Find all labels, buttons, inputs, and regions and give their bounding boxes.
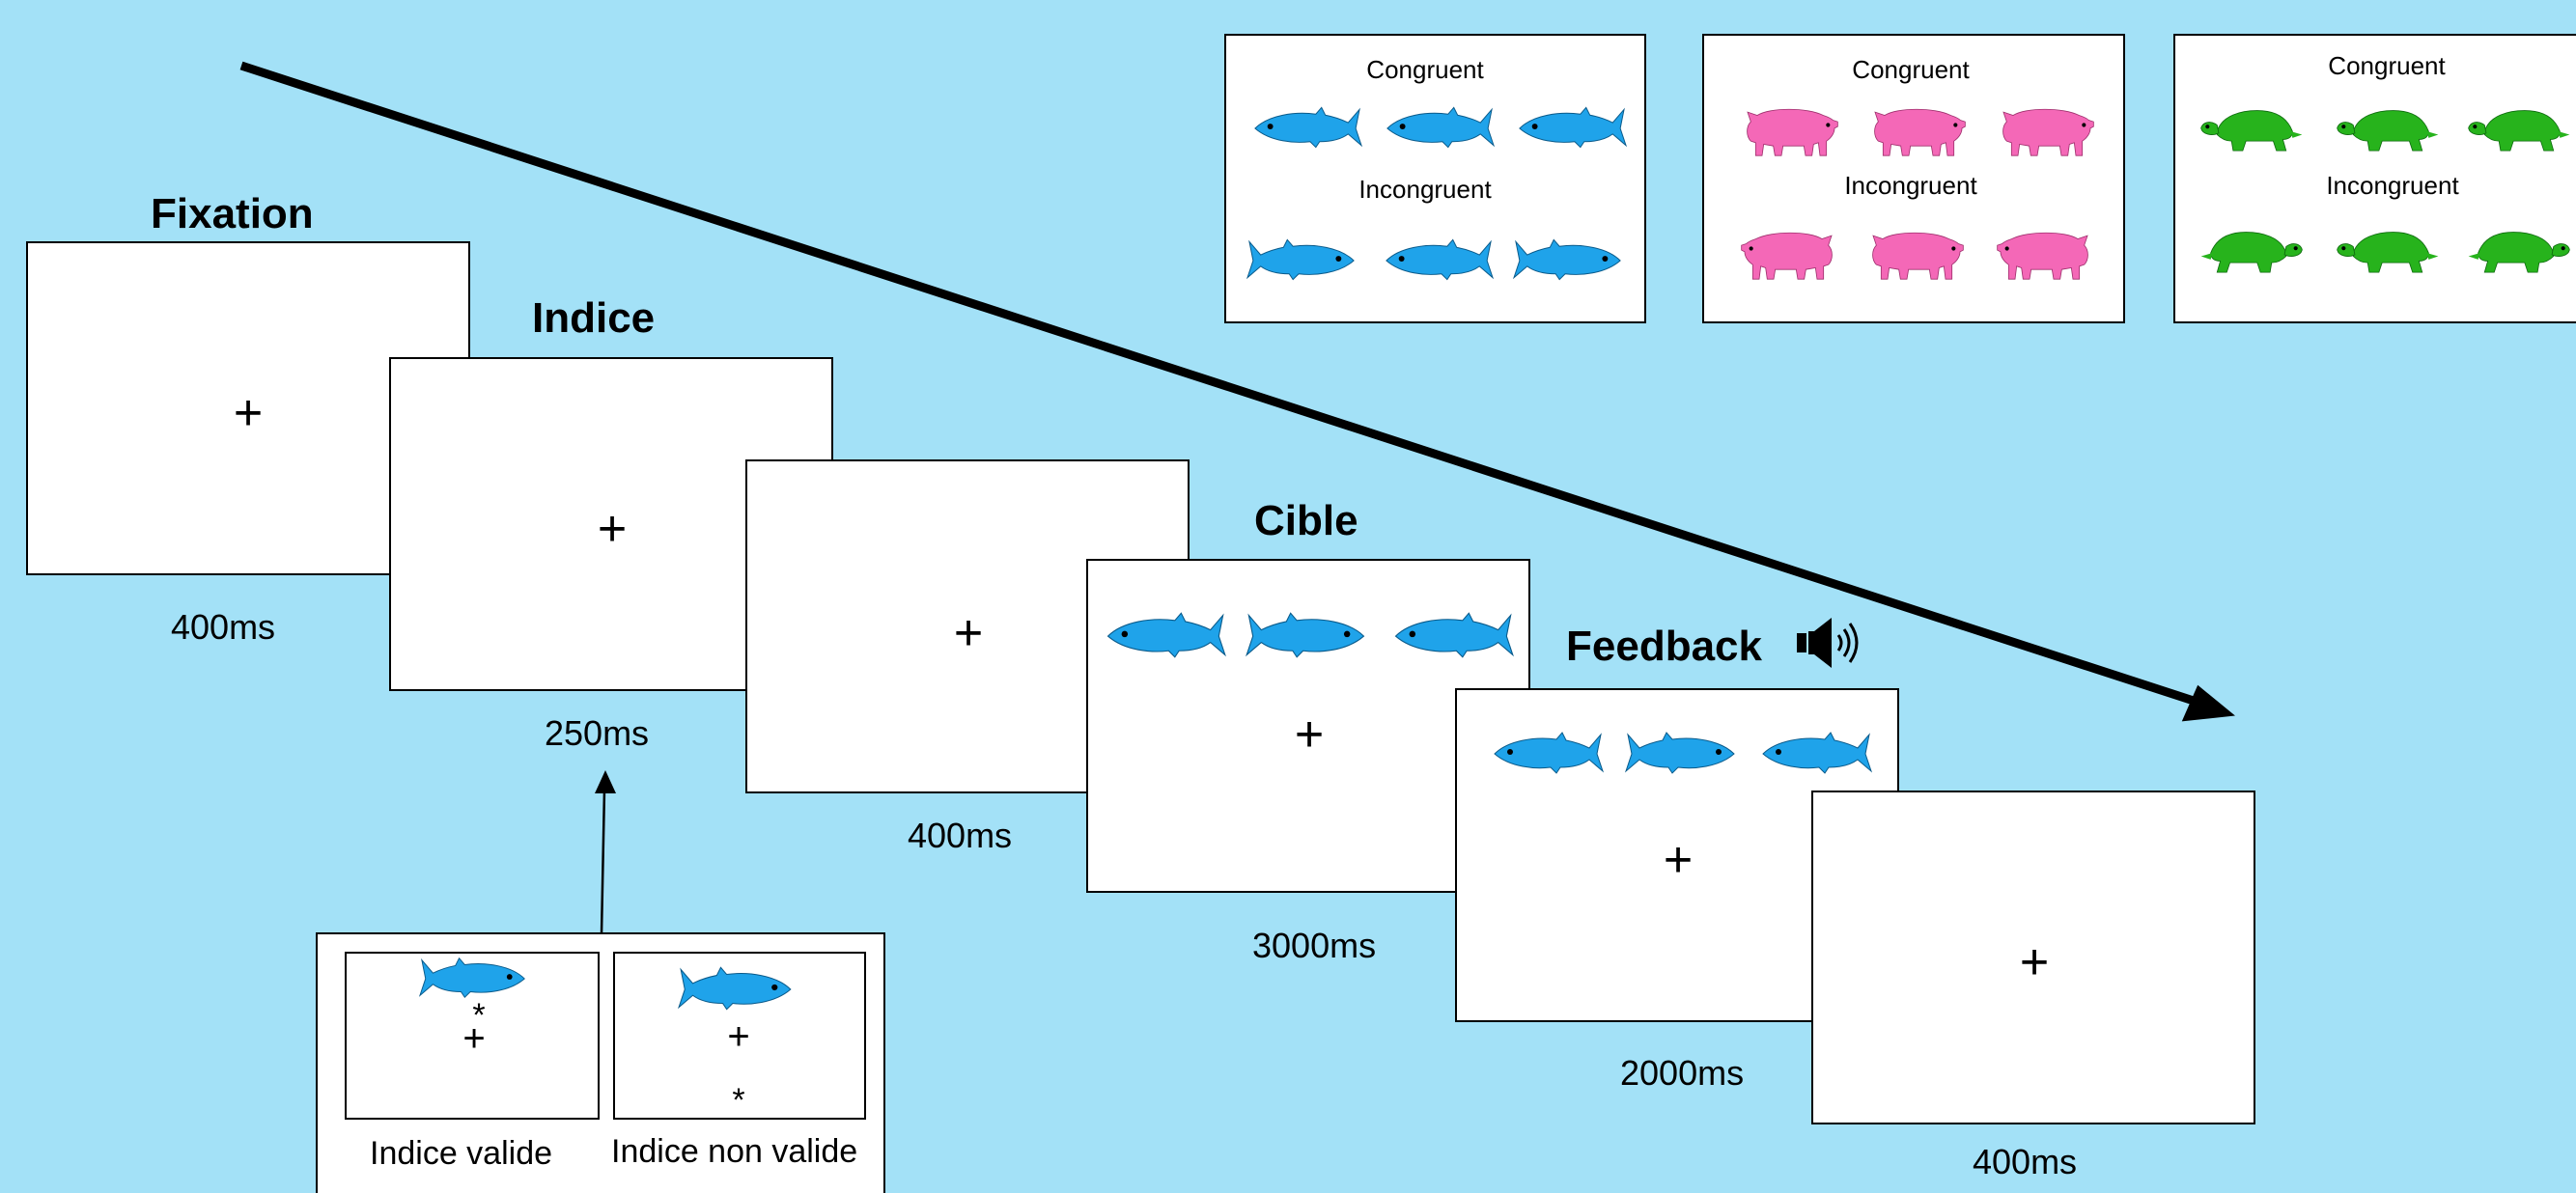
- valid-cue-label: Indice valide: [370, 1135, 553, 1172]
- fish-icon: [418, 956, 530, 1000]
- fixation-cross: +: [597, 501, 628, 557]
- congruent-label: Congruent: [1366, 55, 1484, 84]
- cible-title: Cible: [1254, 497, 1358, 544]
- final-screen: +: [1811, 791, 2255, 1124]
- turtle-icon: [2199, 107, 2304, 157]
- indice-duration: 250ms: [545, 713, 650, 753]
- turtle-icon: [2336, 107, 2440, 157]
- fish-icon: [1246, 237, 1359, 282]
- fixation-cross: +: [233, 385, 264, 441]
- fish-icon: [1245, 611, 1370, 659]
- indice-title: Indice: [532, 294, 656, 342]
- pig-examples-panel: Congruent Incongruent: [1702, 34, 2125, 323]
- pig-icon: [1868, 229, 1965, 283]
- incongruent-label: Incongruent: [2326, 171, 2459, 200]
- congruent-label: Congruent: [2328, 51, 2446, 80]
- fish-icon: [1623, 731, 1741, 775]
- invalid-cue-screen: + *: [613, 952, 866, 1120]
- fixation-cross: +: [2019, 934, 2050, 990]
- fixation-cross: +: [462, 1017, 486, 1060]
- fish-icon: [1488, 731, 1606, 775]
- fish-icon: [1249, 105, 1363, 150]
- turtle-icon: [2336, 229, 2440, 279]
- cible-duration: 3000ms: [1252, 926, 1377, 965]
- fixation-cross: +: [1294, 707, 1325, 763]
- valid-cue-screen: * +: [345, 952, 600, 1120]
- pig-icon: [1743, 105, 1839, 159]
- fish-icon: [677, 965, 797, 1012]
- invalid-cue-label: Indice non valide: [611, 1133, 858, 1170]
- final-duration: 400ms: [1973, 1142, 2078, 1181]
- fish-examples-panel: Congruent Incongruent: [1224, 34, 1646, 323]
- fish-icon: [1514, 105, 1628, 150]
- blank-duration: 400ms: [908, 816, 1013, 855]
- fish-icon: [1102, 611, 1227, 659]
- fixation-cross: +: [727, 1015, 750, 1058]
- feedback-duration: 2000ms: [1620, 1053, 1745, 1093]
- incongruent-label: Incongruent: [1844, 171, 1977, 200]
- feedback-title: Feedback: [1566, 623, 1762, 670]
- speaker-icon: [1797, 618, 1859, 668]
- incongruent-label: Incongruent: [1358, 175, 1492, 204]
- fixation-duration: 400ms: [171, 607, 276, 647]
- cue-inset: * + + * Indice valide Indice non valide: [316, 932, 885, 1193]
- pig-icon: [1740, 229, 1836, 283]
- turtle-examples-panel: Congruent Incongruent: [2173, 34, 2576, 323]
- fixation-cross: +: [953, 605, 984, 661]
- pig-icon: [1999, 105, 2095, 159]
- pig-icon: [1996, 229, 2092, 283]
- fish-icon: [1389, 611, 1515, 659]
- fish-icon: [1381, 237, 1495, 282]
- turtle-icon: [2467, 107, 2571, 157]
- turtle-icon: [2467, 229, 2571, 279]
- congruent-label: Congruent: [1852, 55, 1970, 84]
- cue-star: *: [472, 997, 486, 1034]
- fish-icon: [1512, 237, 1626, 282]
- fixation-cross: +: [1663, 832, 1694, 888]
- pig-icon: [1870, 105, 1967, 159]
- fixation-title: Fixation: [151, 190, 314, 237]
- cue-star: *: [732, 1082, 745, 1119]
- fish-icon: [1382, 105, 1496, 150]
- turtle-icon: [2199, 229, 2304, 279]
- fish-icon: [1756, 731, 1874, 775]
